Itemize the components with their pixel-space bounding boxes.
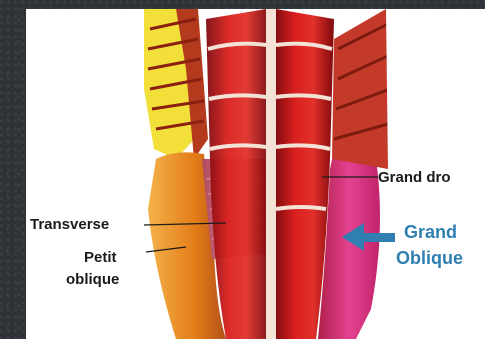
- label-grand-oblique-line1: Grand: [404, 221, 457, 243]
- anatomy-diagram-panel: Grand dro Transverse Petit oblique Grand…: [26, 9, 485, 339]
- label-grand-oblique-line2: Oblique: [396, 247, 463, 269]
- label-grand-droit: Grand dro: [378, 169, 451, 186]
- label-transverse: Transverse: [30, 216, 109, 233]
- linea-alba: [266, 9, 276, 339]
- left-ribcage: [144, 9, 208, 159]
- label-petit-oblique-line2: oblique: [66, 271, 119, 288]
- label-petit-oblique-line1: Petit: [84, 249, 117, 266]
